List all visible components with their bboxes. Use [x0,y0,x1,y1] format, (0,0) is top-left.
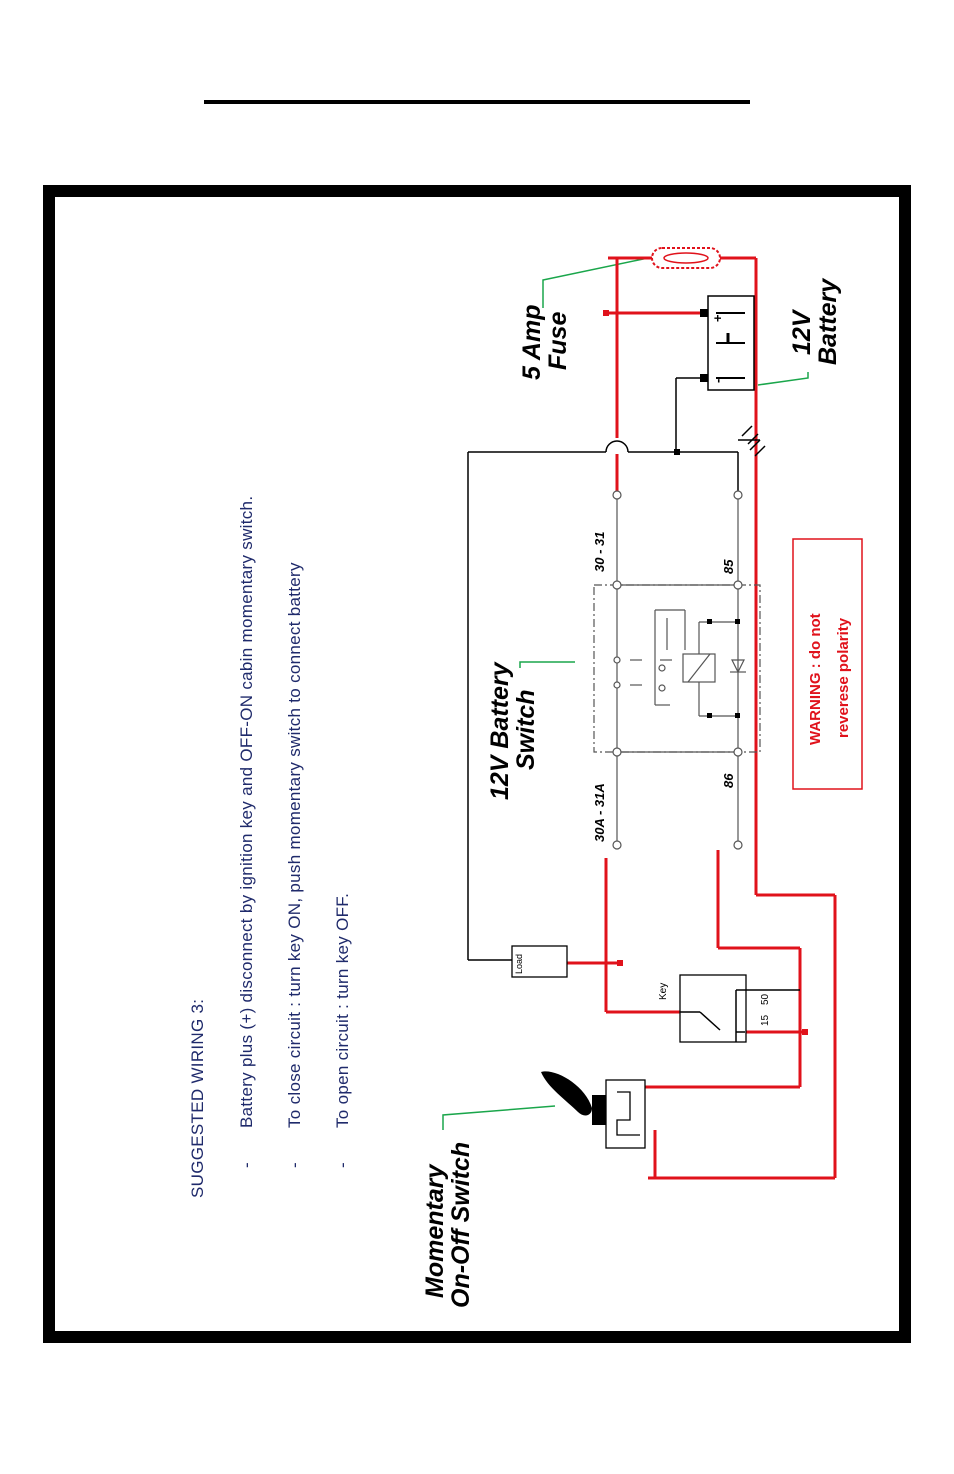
instructions-heading: SUGGESTED WIRING 3: [188,999,207,1198]
svg-text:Battery: Battery [814,278,842,365]
svg-text:5 Amp: 5 Amp [518,305,546,380]
instruction-1: Battery plus (+) disconnect by ignition … [237,496,256,1128]
fuse-label: 5 Amp Fuse [518,305,572,380]
battery-minus-sign: - [710,379,725,383]
positive-wires [567,256,837,1180]
battery-12v: + - [700,295,755,391]
svg-text:12V: 12V [788,308,816,355]
warning-line-1: WARNING : do not [807,613,824,745]
instruction-bullet-2: - [285,1162,304,1168]
momentary-switch-label: Momentary On-Off Switch [421,1142,475,1308]
relay-label: 12V Battery Switch [486,661,540,800]
relay-12v-battery-switch: 30 - 31 30A - 31A 85 86 [592,490,761,850]
key-terminal-15: 15 [760,1014,771,1026]
key-text: Key [658,983,669,1000]
battery-label: 12V Battery [788,278,842,365]
instruction-2: To close circuit : turn key ON, push mom… [285,562,304,1128]
diagram-frame [43,185,911,1343]
pin-30a-31a: 30A - 31A [592,783,607,842]
key-terminal-50: 50 [760,993,771,1005]
leader-lines [442,257,809,1130]
svg-text:On-Off Switch: On-Off Switch [447,1142,475,1308]
warning-line-2: reverese polarity [835,617,852,738]
pin-86: 86 [721,773,736,788]
svg-text:12V Battery: 12V Battery [486,661,514,800]
load-text: Load [514,954,524,974]
svg-text:Momentary: Momentary [421,1164,449,1298]
fuse-5amp [651,247,721,269]
load-box: Load [511,945,568,978]
svg-text:Switch: Switch [512,689,540,770]
instruction-bullet-3: - [333,1162,352,1168]
instruction-3: To open circuit : turn key OFF. [333,893,352,1128]
battery-plus-sign: + [710,314,725,322]
momentary-switch [541,1071,646,1149]
ground-junction [674,449,680,455]
top-rule [204,100,750,104]
wire-junctions-red [603,310,808,1035]
svg-text:Fuse: Fuse [544,312,572,370]
polarity-warning: WARNING : do not reverese polarity [792,538,863,790]
ignition-key: Key 15 50 [658,974,800,1043]
instruction-bullet-1: - [237,1162,256,1168]
pin-85: 85 [721,559,736,574]
pin-30-31: 30 - 31 [592,532,607,572]
